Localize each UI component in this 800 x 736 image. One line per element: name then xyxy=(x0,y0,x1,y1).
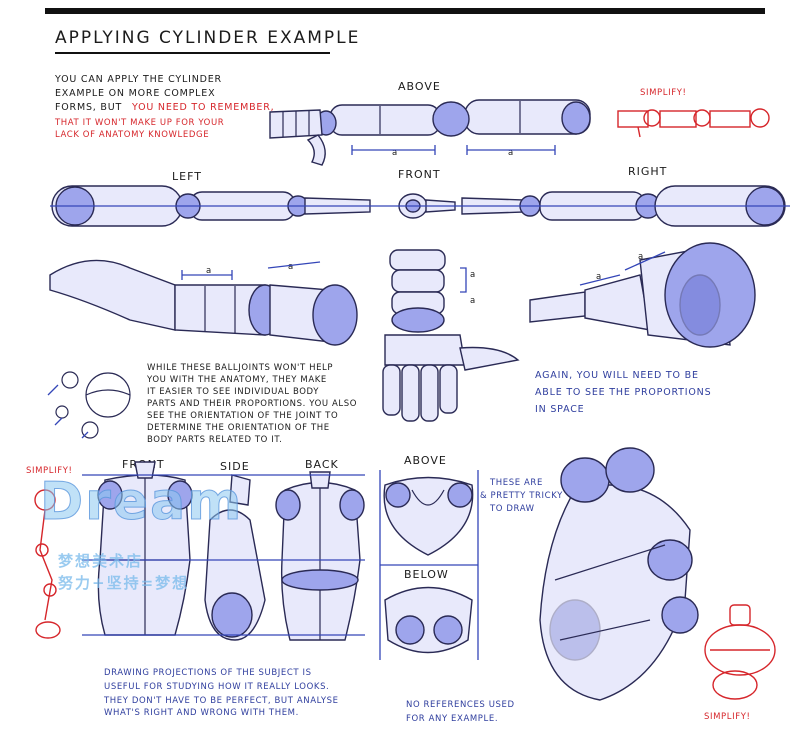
simplify-figure-bottom xyxy=(704,604,776,700)
measure-label: a xyxy=(470,296,476,306)
label-above-arm: ABOVE xyxy=(398,80,441,93)
note-line: NO REFERENCES USED xyxy=(406,700,515,710)
intro-line: FORMS, BUT xyxy=(55,102,123,113)
arm-side-views xyxy=(50,185,790,227)
label-back-torso: BACK xyxy=(305,458,339,471)
note-line: AGAIN, YOU WILL NEED TO BE xyxy=(535,370,699,381)
intro-line-red: THAT IT WON'T MAKE UP FOR YOUR xyxy=(55,118,225,128)
title-underline xyxy=(55,52,330,54)
top-rule xyxy=(45,8,765,14)
intro-line: YOU CAN APPLY THE CYLINDER xyxy=(55,74,222,85)
label-simplify-top: SIMPLIFY! xyxy=(640,88,687,98)
label-simplify-left: SIMPLIFY! xyxy=(26,466,73,476)
note-line: FOR ANY EXAMPLE. xyxy=(406,714,499,724)
torso-back-drawing xyxy=(82,471,365,641)
note-line: WHILE THESE BALLJOINTS WON'T HELP xyxy=(147,363,334,373)
pelvis-views xyxy=(379,470,479,660)
note-line: ABLE TO SEE THE PROPORTIONS xyxy=(535,387,712,398)
measure-label: a xyxy=(508,148,514,158)
watermark-line: 努力+坚持=梦想 xyxy=(58,574,190,592)
note-line: YOU WITH THE ANATOMY, THEY MAKE xyxy=(147,375,327,385)
note-line: DETERMINE THE ORIENTATION OF THE xyxy=(147,423,330,433)
simplify-arm-sketch xyxy=(617,108,770,138)
label-below-pelvis: BELOW xyxy=(404,568,449,581)
fist-drawing xyxy=(539,447,699,701)
watermark-line: 梦想美术店 xyxy=(58,552,144,570)
note-line: SEE THE ORIENTATION OF THE JOINT TO xyxy=(147,411,339,421)
arm-perspective-right xyxy=(529,242,756,348)
note-line: THESE ARE xyxy=(490,478,543,488)
measure-label: a xyxy=(392,148,398,158)
measure-label: a xyxy=(288,262,294,272)
note-line: WHAT'S RIGHT AND WRONG WITH THEM. xyxy=(104,708,299,718)
watermark-word: Dream xyxy=(39,472,244,533)
note-line: IT EASIER TO SEE INDIVIDUAL BODY xyxy=(147,387,319,397)
measure-label: a xyxy=(206,266,212,276)
note-line: USEFUL FOR STUDYING HOW IT REALLY LOOKS. xyxy=(104,682,330,692)
simplify-figure-left xyxy=(34,489,61,639)
label-right: RIGHT xyxy=(628,165,668,178)
arm-perspective-left xyxy=(49,259,358,346)
label-left: LEFT xyxy=(172,170,202,183)
measure-label: a xyxy=(596,272,602,282)
torso-side-drawing xyxy=(204,474,266,641)
arm-above-drawing xyxy=(269,99,591,166)
label-side-torso: SIDE xyxy=(220,460,250,473)
intro-line-red: LACK OF ANATOMY KNOWLEDGE xyxy=(55,130,210,140)
note-line: DRAWING PROJECTIONS OF THE SUBJECT IS xyxy=(104,668,312,678)
hand-front-drawing xyxy=(382,249,520,422)
intro-line-red: YOU NEED TO REMEMBER, xyxy=(132,102,275,113)
page-title: APPLYING CYLINDER EXAMPLE xyxy=(55,28,361,48)
label-front-arm: FRONT xyxy=(398,168,441,181)
note-line: TO DRAW xyxy=(490,504,535,514)
torso-front-drawing xyxy=(97,461,193,636)
measure-label: a xyxy=(470,270,476,280)
label-above-pelvis: ABOVE xyxy=(404,454,447,467)
note-line: BODY PARTS RELATED TO IT. xyxy=(147,435,283,445)
note-line: & PRETTY TRICKY xyxy=(480,491,563,501)
note-line: IN SPACE xyxy=(535,404,585,415)
note-line: PARTS AND THEIR PROPORTIONS. YOU ALSO xyxy=(147,399,358,409)
intro-line: EXAMPLE ON MORE COMPLEX xyxy=(55,88,216,99)
measure-label: a xyxy=(638,252,644,262)
note-line: THEY DON'T HAVE TO BE PERFECT, BUT ANALY… xyxy=(104,696,339,706)
balljoint-diagrams xyxy=(47,371,131,439)
label-simplify-bottom: SIMPLIFY! xyxy=(704,712,751,722)
